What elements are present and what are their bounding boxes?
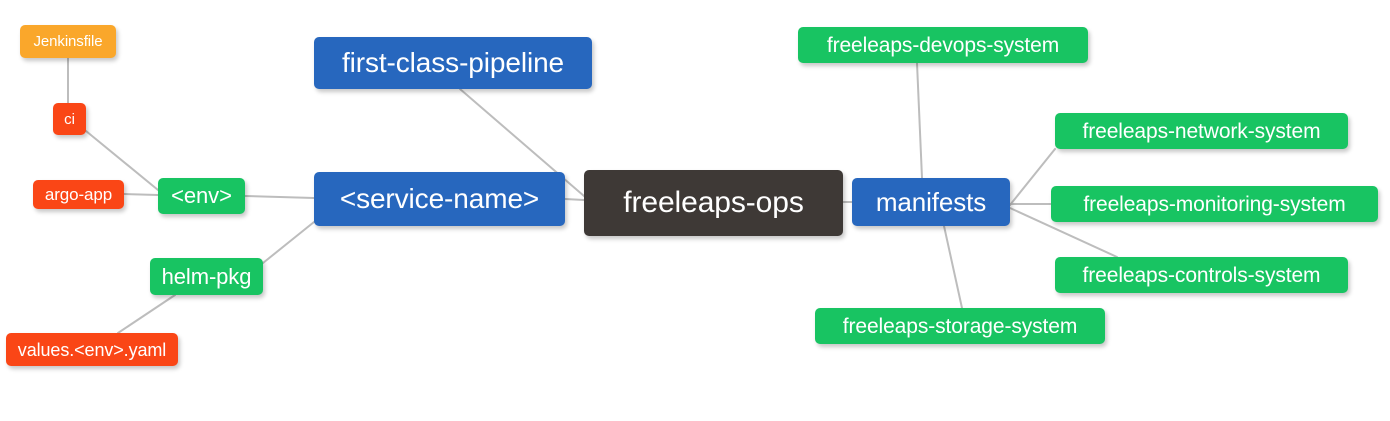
edge-env-to-argo-app [123,193,159,196]
node-freeleaps-monitoring-system[interactable]: freeleaps-monitoring-system [1051,186,1378,222]
node-freeleaps-network-system[interactable]: freeleaps-network-system [1055,113,1348,149]
edge-service-name-to-helm-pkg [262,221,315,264]
edge-freeleaps-ops-to-service-name [564,198,585,201]
node-freeleaps-controls-system[interactable]: freeleaps-controls-system [1055,257,1348,293]
node-freeleaps-storage-system[interactable]: freeleaps-storage-system [815,308,1105,344]
edge-service-name-to-env [244,195,315,199]
node-values-env-yaml[interactable]: values.<env>.yaml [6,333,178,366]
edge-helm-pkg-to-values-env-yaml [117,294,176,334]
node-service-name[interactable]: <service-name> [314,172,565,226]
edge-manifests-to-freeleaps-devops-system [916,62,923,179]
node-manifests[interactable]: manifests [852,178,1010,226]
node-freeleaps-ops[interactable]: freeleaps-ops [584,170,843,236]
node-freeleaps-devops-system[interactable]: freeleaps-devops-system [798,27,1088,63]
node-env[interactable]: <env> [158,178,245,214]
node-ci[interactable]: ci [53,103,86,135]
edge-manifests-to-freeleaps-storage-system [943,225,963,309]
node-helm-pkg[interactable]: helm-pkg [150,258,263,295]
node-jenkinsfile[interactable]: Jenkinsfile [20,25,116,58]
node-first-class-pipeline[interactable]: first-class-pipeline [314,37,592,89]
node-argo-app[interactable]: argo-app [33,180,124,209]
edge-manifests-to-freeleaps-network-system [1009,148,1056,206]
